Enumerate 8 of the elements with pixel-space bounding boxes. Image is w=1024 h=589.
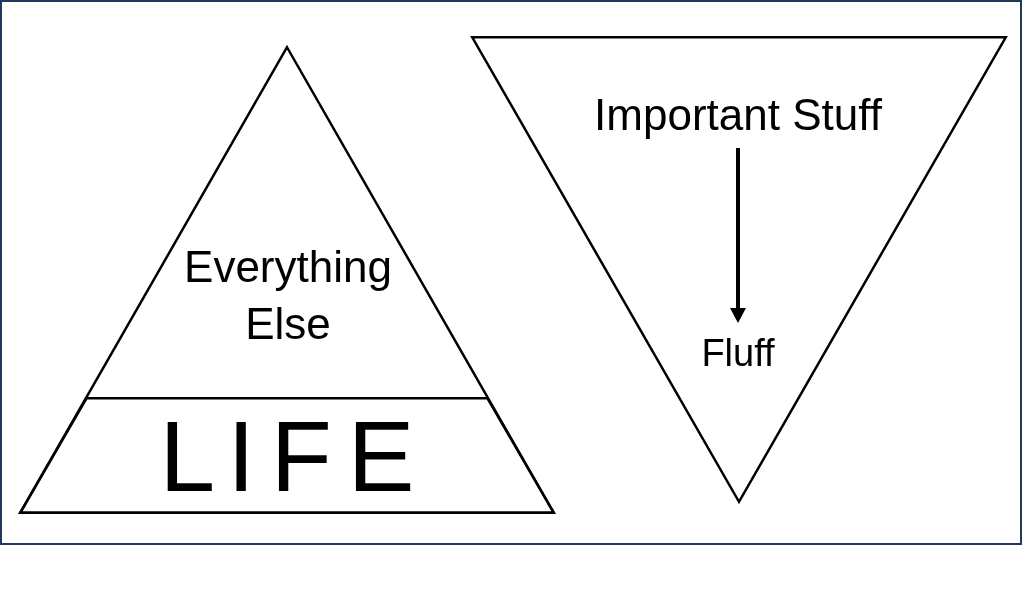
text-label: Fluff <box>701 331 775 375</box>
band-label: L I F E <box>159 405 415 506</box>
base-band <box>19 397 555 514</box>
text-label: Everything Else <box>184 238 392 352</box>
arrow <box>730 148 746 323</box>
pyramid-triangle <box>19 46 555 514</box>
text-label: Important Stuff <box>594 90 882 140</box>
inverted-triangle <box>471 36 1007 503</box>
